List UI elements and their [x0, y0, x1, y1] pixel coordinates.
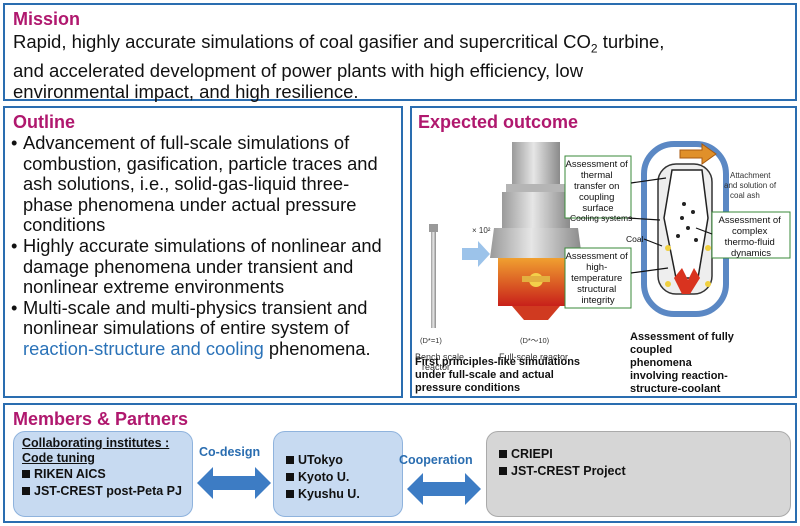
full-reactor-illustration [490, 142, 582, 320]
svg-text:Assessment of thermal: Assessment of thermal transfer on coupli… [566, 159, 631, 214]
svg-text:Assessment of fully: Assessment of fully [630, 331, 735, 343]
ash-label: Attachment and solution of coal ash [724, 171, 777, 200]
callout-fluid: Assessment of complex thermo-fluid dynam… [711, 211, 791, 259]
mission-panel: Mission Rapid, highly accurate simulatio… [3, 3, 797, 102]
caption-left: First principles-like simulations under … [415, 356, 580, 394]
svg-text:coal ash: coal ash [730, 191, 760, 200]
full-scale-label: (D*～10) [520, 336, 550, 345]
scale-arrow-icon [462, 241, 490, 267]
svg-text:Full-scale reactor: Full-scale reactor [499, 352, 568, 362]
outcome-diagram: × 10² (D*=1) Bench scale reactor (D*～10)… [415, 141, 791, 395]
mission-heading: Mission [13, 9, 81, 29]
mission-text: Rapid, highly accurate simulations of co… [13, 31, 665, 102]
coal-label: Coal [626, 234, 644, 244]
svg-text:structure-coolant: structure-coolant [630, 383, 721, 395]
double-arrow-icon [407, 473, 481, 505]
svg-text:Attachment: Attachment [730, 171, 771, 180]
list-item: UTokyo [286, 452, 392, 469]
callout-thermal: Assessment of thermal transfer on coupli… [564, 155, 632, 219]
svg-text:Bench scale: Bench scale [415, 352, 464, 362]
svg-text:involving reaction-: involving reaction- [630, 370, 728, 382]
list-item: JST-CREST post-Peta PJ [22, 483, 184, 500]
co-design-label: Co-design [199, 445, 261, 459]
list-item: JST-CREST Project [499, 463, 778, 480]
cooling-loop-illustration [641, 141, 729, 317]
members-heading: Members & Partners [13, 409, 189, 429]
bench-scale-label: (D*=1) [420, 336, 442, 345]
outline-item: •Highly accurate simulations of nonlinea… [11, 234, 382, 298]
double-arrow-icon [197, 467, 271, 499]
callout-structural: Assessment of high- temperature structur… [564, 247, 632, 309]
universities-box: UTokyo Kyoto U. Kyushu U. [273, 431, 403, 517]
svg-text:Assessment of high-: Assessment of high- temperature structur… [566, 251, 631, 306]
svg-text:Assessment of complex: Assessment of complex thermo-fluid dynam… [719, 215, 784, 259]
svg-text:reactor: reactor [422, 362, 450, 372]
outcome-panel: Expected outcome × 10² [410, 106, 797, 398]
cooling-systems-label: Cooling systems [570, 213, 632, 223]
outline-item: •Advancement of full-scale simulations o… [11, 132, 378, 236]
svg-text:First principles-like simulati: First principles-like simulations [415, 356, 580, 368]
partners-box: CRIEPI JST-CREST Project [486, 431, 791, 517]
svg-text:and solution of: and solution of [724, 181, 777, 190]
scale-label: × 10² [472, 226, 491, 235]
list-item: Kyoto U. [286, 469, 392, 486]
svg-text:pressure conditions: pressure conditions [415, 382, 520, 394]
list-item: RIKEN AICS [22, 466, 184, 483]
outline-panel: Outline •Advancement of full-scale simul… [3, 106, 403, 398]
svg-text:coupled: coupled [630, 344, 672, 356]
outline-list: •Advancement of full-scale simulations o… [11, 132, 393, 360]
svg-text:under full-scale and actual: under full-scale and actual [415, 369, 554, 381]
svg-text:phenomena: phenomena [630, 357, 693, 369]
outcome-heading: Expected outcome [418, 112, 579, 132]
members-panel: Members & Partners Collaborating institu… [3, 403, 797, 523]
list-item: CRIEPI [499, 446, 778, 463]
bench-reactor-illustration [429, 224, 438, 328]
list-item: Kyushu U. [286, 486, 392, 503]
collaborating-institutes-box: Collaborating institutes : Code tuning R… [13, 431, 193, 517]
outline-item: •Multi-scale and multi-physics transient… [11, 296, 371, 359]
outline-heading: Outline [13, 112, 75, 132]
cooperation-label: Cooperation [399, 453, 473, 467]
caption-right: Assessment of fully coupled phenomena in… [630, 331, 735, 395]
